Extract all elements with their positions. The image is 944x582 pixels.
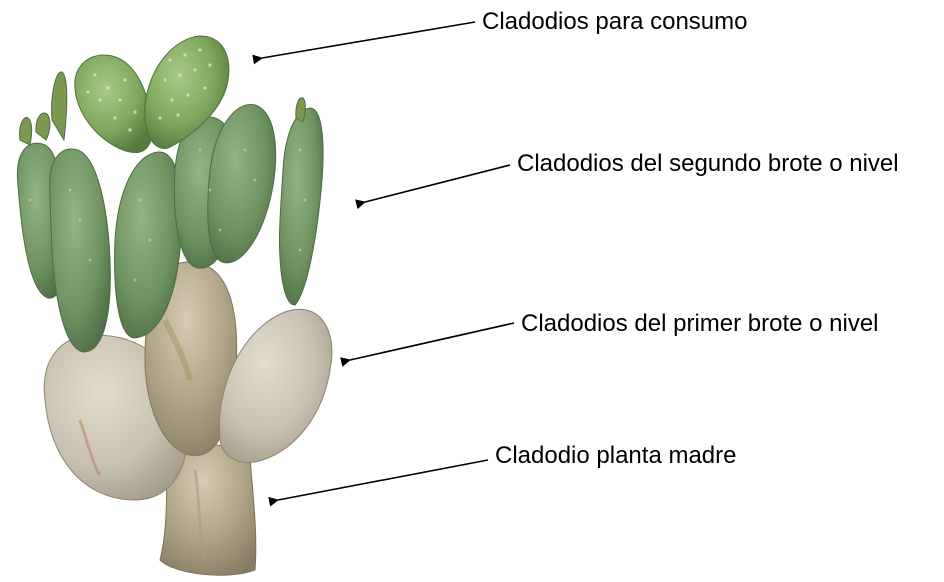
label-young-cladodes: Cladodios para consumo [482, 8, 748, 36]
label-first-level-cladodes: Cladodios del primer brote o nivel [521, 310, 879, 338]
label-second-level-cladodes: Cladodios del segundo brote o nivel [517, 150, 899, 178]
arrow-second-level [365, 165, 510, 202]
arrow-first-level [350, 323, 514, 360]
arrow-mother-plant [278, 460, 488, 500]
arrow-young-cladodes [262, 22, 475, 58]
label-mother-plant: Cladodio planta madre [495, 442, 737, 470]
